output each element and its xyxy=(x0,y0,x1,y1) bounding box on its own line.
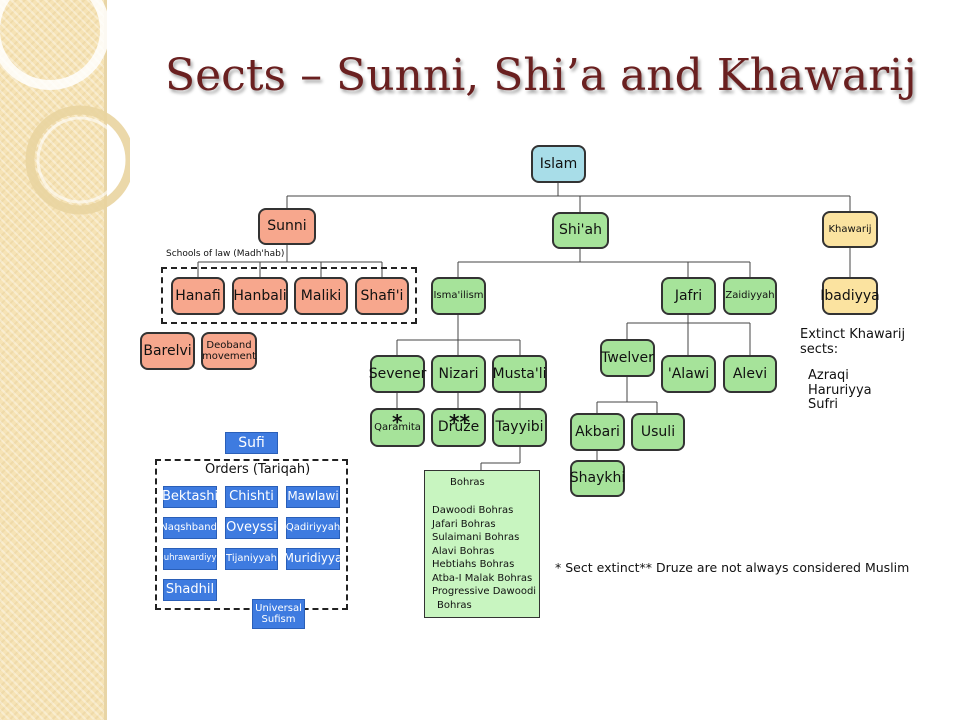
naqshbandi-order: Naqshbandi xyxy=(160,517,220,539)
slide-title: Sects – Sunni, Shi’a and Khawarij xyxy=(165,50,917,101)
footnote: * Sect extinct** Druze are not always co… xyxy=(555,560,910,575)
islam-node: Islam xyxy=(531,145,586,183)
oveyssi-order: Oveyssi xyxy=(225,517,278,539)
shaykhi-node: Shaykhi xyxy=(570,460,625,497)
tijaniyyah-order: Tijaniyyah xyxy=(225,548,278,570)
alevi-node: Alevi xyxy=(723,355,777,393)
bohras-title: Bohras xyxy=(450,477,485,488)
list-item: Bohras xyxy=(437,599,472,611)
list-item: Atba-I Malak Bohras xyxy=(432,572,533,584)
schools-of-law-group xyxy=(161,267,417,324)
sevener-node: Sevener xyxy=(369,355,426,393)
nizari-node: Nizari xyxy=(431,355,486,393)
band-edge xyxy=(104,0,107,720)
sunni-node: Sunni xyxy=(258,208,316,245)
maliki-node: Maliki xyxy=(294,277,348,315)
mustali-node: Musta'li xyxy=(492,355,547,393)
list-item: Sulaimani Bohras xyxy=(432,532,520,543)
ismailism-node: Isma'ilism xyxy=(431,277,486,315)
list-item: Progressive Dawoodi xyxy=(432,586,537,597)
bohras-box: Bohras Dawoodi Bohras Jafari Bohras Sula… xyxy=(424,470,540,618)
shafii-node: Shafi'i xyxy=(355,277,409,315)
bohras-list: Dawoodi Bohras Jafari Bohras Sulaimani B… xyxy=(432,504,536,612)
jafri-node: Jafri xyxy=(661,277,716,315)
usuli-node: Usuli xyxy=(631,413,685,451)
tayyibi-node: Tayyibi xyxy=(492,408,547,447)
barelvi-node: Barelvi xyxy=(140,332,195,370)
suhrawardiyya-order: Suhrawardiyya xyxy=(158,548,222,570)
extinct-khawarij-heading: Extinct Khawarij sects: xyxy=(800,327,906,357)
hanbali-node: Hanbali xyxy=(232,277,288,315)
deoband-node: Deoband movement xyxy=(201,332,257,370)
shiah-node: Shi'ah xyxy=(552,212,609,249)
mawlawi-order: Mawlawi xyxy=(286,486,340,508)
extinct-star-marker: * xyxy=(392,410,403,434)
qadiriyyah-order: Qadiriyyah xyxy=(286,517,340,539)
list-item: Sufri xyxy=(808,397,839,412)
khawarij-node: Khawarij xyxy=(822,211,878,248)
orders-label: Orders (Tariqah) xyxy=(205,462,311,477)
muridiyya-order: Muridiyya xyxy=(284,548,342,570)
twelver-node: Twelver xyxy=(600,339,655,377)
universal-sufism: Universal Sufism xyxy=(252,599,305,629)
hanafi-node: Hanafi xyxy=(171,277,225,315)
schools-of-law-label: Schools of law (Madh'hab) xyxy=(166,249,285,259)
chishti-order: Chishti xyxy=(225,486,278,508)
ibadiyya-node: Ibadiyya xyxy=(820,277,880,315)
druze-node: Druze xyxy=(431,408,486,447)
sufi-orders-group xyxy=(155,459,348,610)
list-item: Jafari Bohras xyxy=(432,518,496,530)
qaramita-node: Qaramita xyxy=(370,408,425,447)
druze-double-star-marker: ** xyxy=(449,410,470,434)
extinct-khawarij-list: Azraqi Haruriyya Sufri xyxy=(808,368,872,413)
list-item: Azraqi xyxy=(808,368,849,383)
list-item: Dawoodi Bohras xyxy=(432,505,514,516)
list-item: Hebtiahs Bohras xyxy=(432,559,515,570)
list-item: Alavi Bohras xyxy=(432,545,495,557)
zaidiyyah-node: Zaidiyyah xyxy=(723,277,777,315)
list-item: Haruriyya xyxy=(808,382,872,398)
shadhil-order: Shadhil xyxy=(163,579,217,601)
decorative-circles xyxy=(0,0,130,215)
bektashi-order: Bektashi xyxy=(162,486,218,508)
sufi-title: Sufi xyxy=(225,432,278,454)
akbari-node: Akbari xyxy=(570,413,625,451)
alawi-node: 'Alawi xyxy=(661,355,716,393)
